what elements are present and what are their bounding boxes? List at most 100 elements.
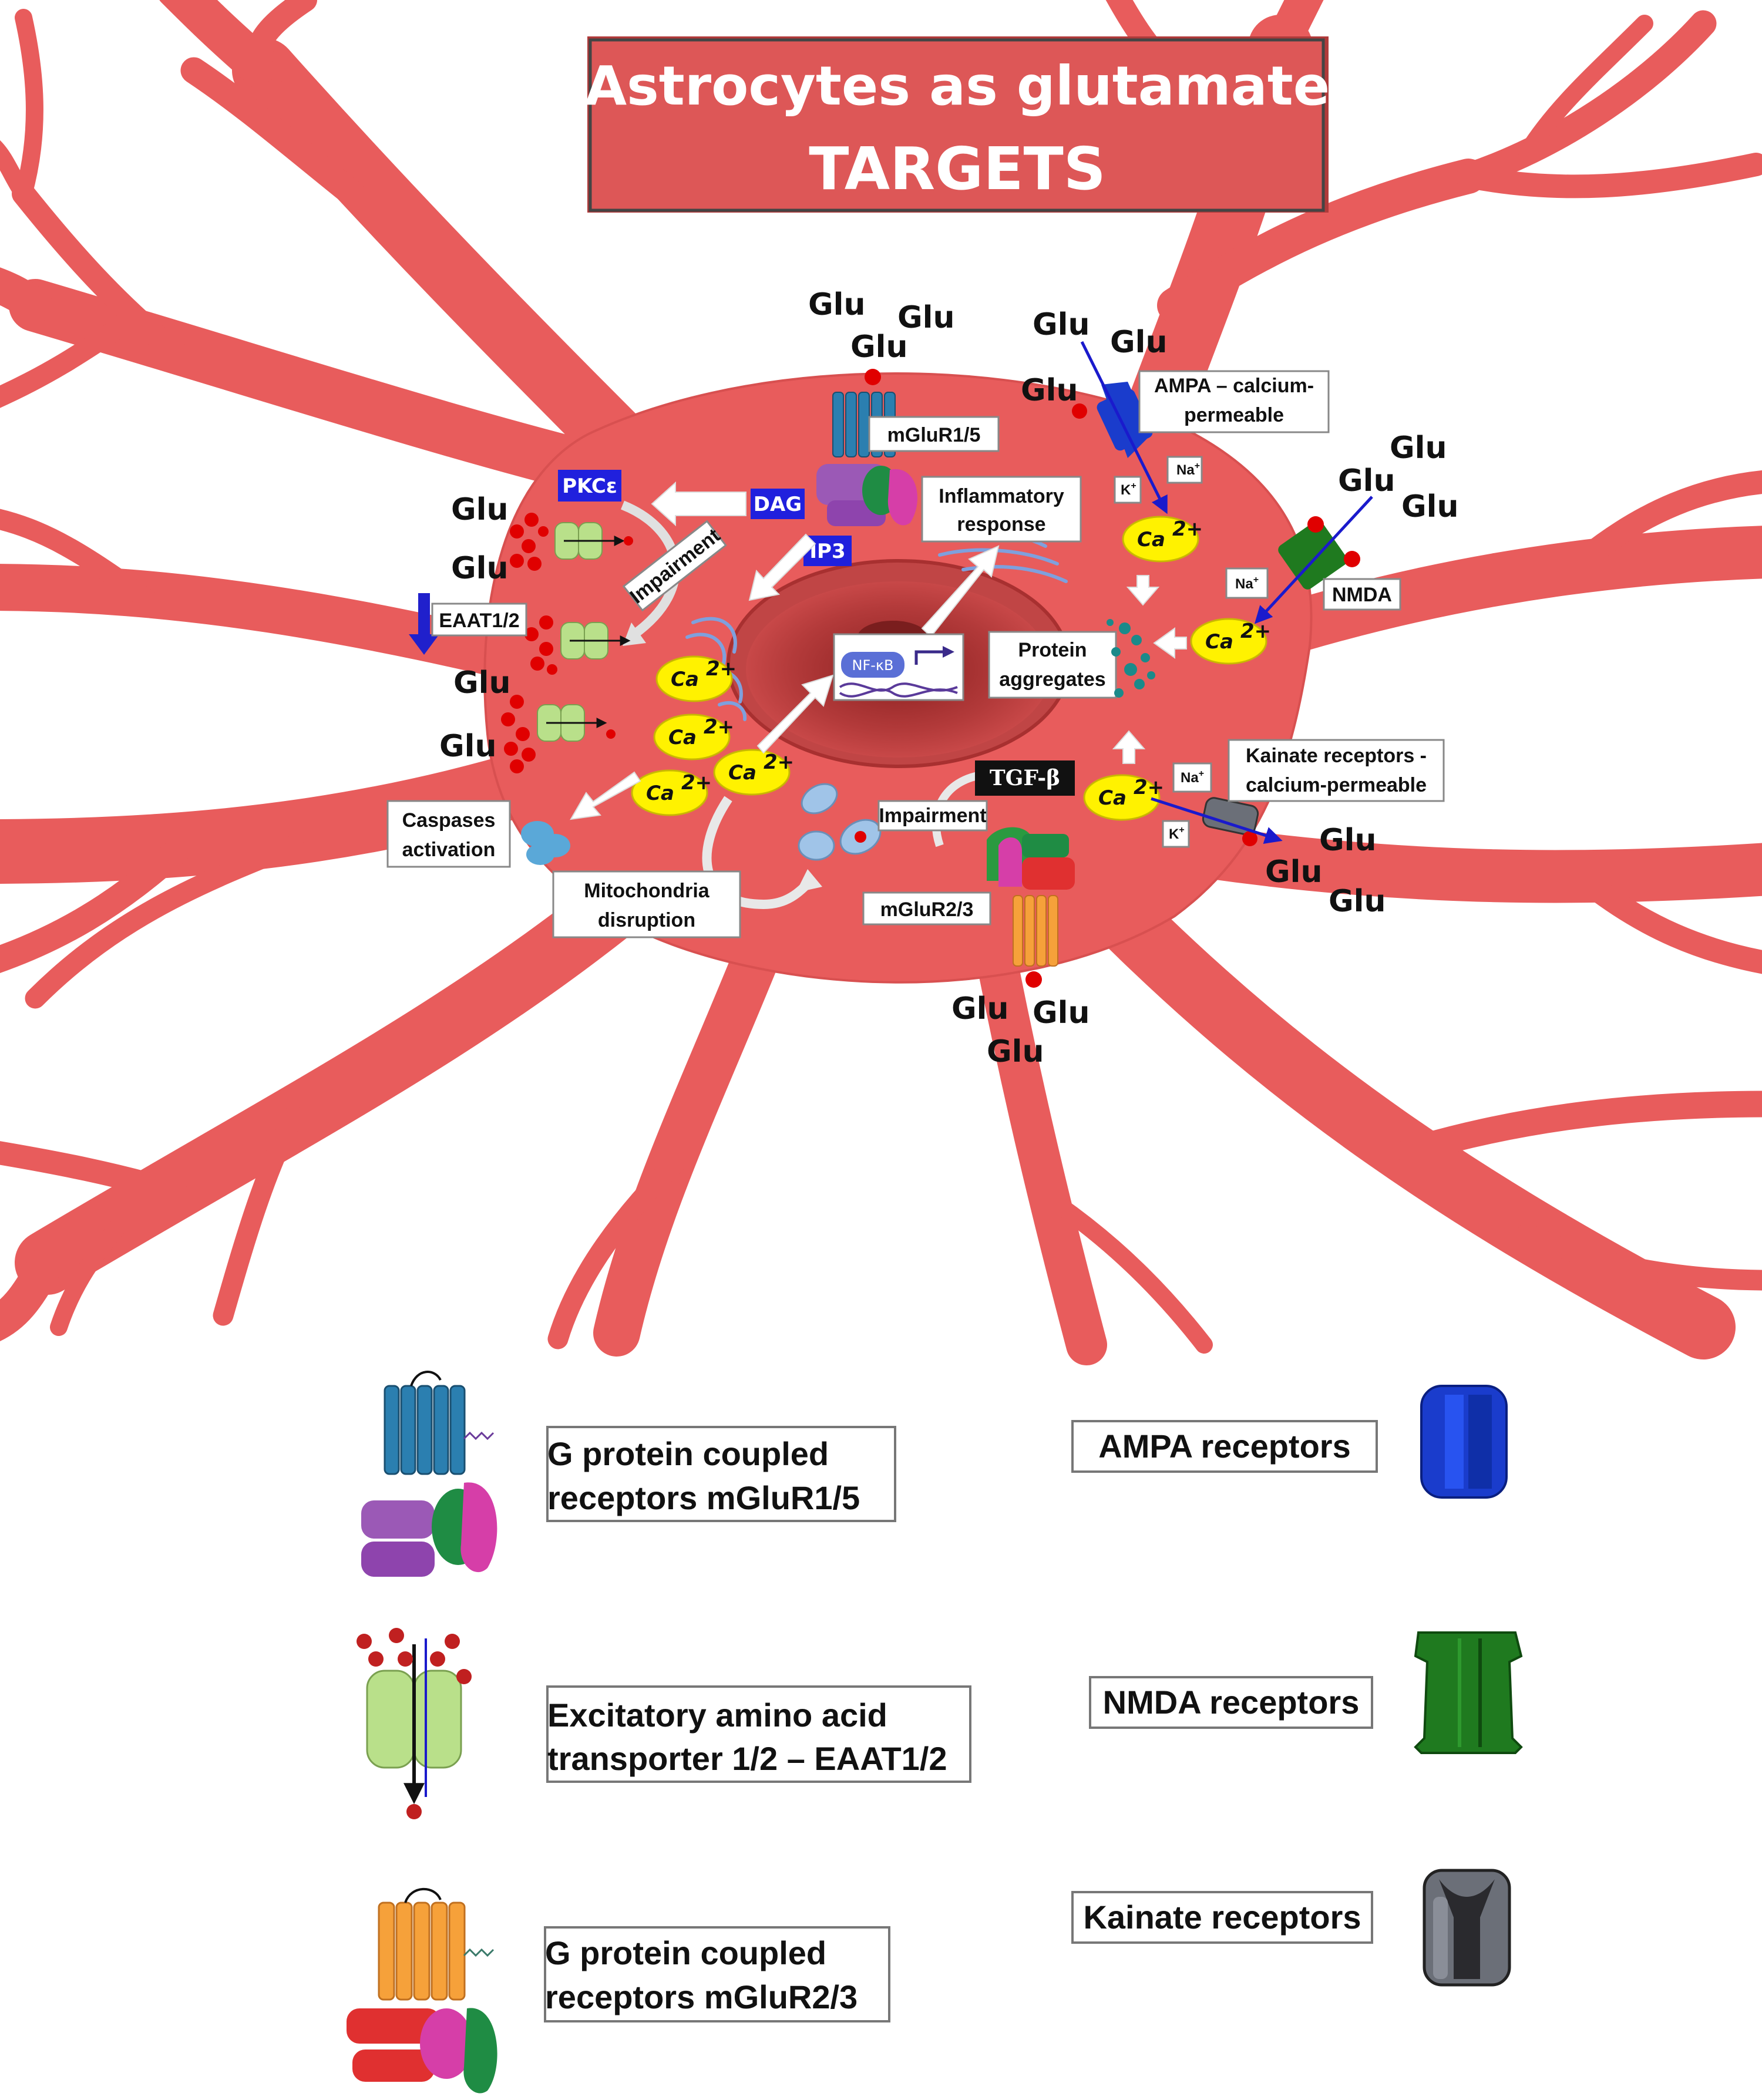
- nmda-label: NMDA: [1332, 584, 1392, 606]
- legend-nmda-label: NMDA receptors: [1103, 1684, 1360, 1721]
- legend-eaat-label-2: transporter 1/2 – EAAT1/2: [547, 1740, 947, 1777]
- protein-aggregates-box: [988, 631, 1117, 699]
- caspases-label-2: activation: [402, 839, 496, 861]
- mito-box: [552, 870, 741, 938]
- down-arrow-eaat: [409, 593, 439, 655]
- nmda-receptor: Glu Glu Glu: [1254, 430, 1459, 624]
- legend-mglur15-label-2: receptors mGluR1/5: [547, 1479, 860, 1516]
- inflammatory-label-2: response: [957, 513, 1045, 536]
- na-box: [1225, 567, 1269, 599]
- ampa-label-1: AMPA – calcium-: [1154, 375, 1314, 397]
- protein-aggregate-clusters: [1107, 619, 1155, 698]
- glu-label: Glu: [1033, 995, 1090, 1031]
- legend-mglur23-label-1: G protein coupled: [545, 1934, 826, 1971]
- impairment-box-2: [877, 800, 988, 832]
- legend: G protein coupled receptors mGluR1/5 Exc…: [347, 1371, 1523, 2094]
- legend-kainate-label: Kainate receptors: [1083, 1899, 1361, 1936]
- title-box: Astrocytes as glutamate TARGETS: [585, 36, 1330, 213]
- na-box: [1172, 762, 1212, 793]
- svg-text:Na+: Na+: [1176, 461, 1200, 478]
- svg-text:Ca: Ca: [646, 782, 674, 805]
- inflammatory-label-1: Inflammatory: [939, 485, 1064, 507]
- svg-text:2+: 2+: [1172, 517, 1203, 541]
- tgfb-label: TGF-β: [990, 766, 1060, 790]
- svg-text:2+: 2+: [681, 771, 712, 795]
- mglur15-label-box: [868, 416, 1000, 452]
- arrow-nfkb-to-inflammatory: [921, 545, 1000, 638]
- glu-label: Glu: [850, 329, 908, 365]
- legend-nmda-icon: [1414, 1631, 1523, 1754]
- svg-text:Ca: Ca: [671, 668, 699, 691]
- nfkb-gene: NF-κB: [833, 633, 964, 701]
- svg-text:Na+: Na+: [1235, 575, 1259, 592]
- dag-label: DAG: [754, 493, 802, 516]
- legend-mglur23-label-2: receptors mGluR2/3: [545, 1978, 858, 2015]
- kainate-label-box: [1228, 739, 1445, 802]
- legend-mglur15-icon: [361, 1371, 497, 1577]
- tgfb-box: [975, 760, 1075, 796]
- legend-ampa-box: [1071, 1420, 1378, 1473]
- legend-mglur15-label-1: G protein coupled: [547, 1435, 829, 1472]
- calcium-ions: Ca 2+ Ca 2+ Ca 2+ Ca 2+ Ca 2+ Ca 2+: [631, 516, 1271, 821]
- glu-label: Glu: [1401, 489, 1459, 524]
- kainate-label-2: calcium-permeable: [1246, 774, 1427, 796]
- glu-label: Glu: [1319, 823, 1377, 858]
- glu-label: Glu: [808, 287, 866, 322]
- legend-eaat-icon: [357, 1628, 472, 1819]
- glu-label: Glu: [1021, 373, 1078, 408]
- mito-label-1: Mitochondria: [584, 880, 710, 902]
- dag-box: [751, 489, 805, 519]
- svg-text:K+: K+: [1121, 481, 1136, 498]
- calcium-ion: Ca 2+: [713, 749, 794, 796]
- eaat-label: EAAT1/2: [439, 610, 519, 632]
- legend-mglur15-box: [546, 1426, 896, 1522]
- glu-label: Glu: [897, 300, 955, 335]
- glu-label: Glu: [451, 551, 509, 586]
- arrow-ip3-to-er: [748, 533, 816, 601]
- impairment-label-2: Impairment: [879, 805, 986, 827]
- mglur23-label-box: [862, 891, 991, 926]
- svg-text:Ca: Ca: [1137, 528, 1165, 551]
- svg-text:Ca: Ca: [1205, 630, 1233, 654]
- calcium-ion: Ca 2+: [631, 769, 712, 816]
- glu-label: Glu: [951, 991, 1009, 1027]
- title-line-1: Astrocytes as glutamate: [585, 55, 1330, 117]
- nfkb-label: NF-κB: [852, 657, 893, 674]
- arrow-dag-to-pkce: [651, 481, 747, 527]
- arrow-ca-to-caspases: [570, 771, 641, 820]
- calcium-ion: Ca 2+: [653, 714, 734, 760]
- svg-text:Ca: Ca: [1098, 786, 1127, 810]
- arrow-impairment-tgfb: [932, 771, 982, 847]
- eaat-transporters: Glu Glu Glu Glu: [439, 492, 633, 773]
- glu-label: Glu: [987, 1034, 1044, 1069]
- svg-text:2+: 2+: [1240, 620, 1271, 643]
- k-box: [1114, 476, 1142, 504]
- svg-text:Ca: Ca: [728, 761, 756, 785]
- svg-text:2+: 2+: [764, 751, 794, 774]
- svg-text:2+: 2+: [704, 715, 734, 739]
- glu-label: Glu: [451, 492, 509, 527]
- svg-text:K+: K+: [1169, 825, 1185, 842]
- arrow-nmda-ca: [1153, 627, 1187, 659]
- glu-label: Glu: [1329, 884, 1386, 919]
- caspase-protein: [521, 821, 570, 865]
- glu-label: Glu: [1033, 307, 1090, 342]
- svg-text:2+: 2+: [1134, 776, 1164, 799]
- legend-ampa-label: AMPA receptors: [1098, 1428, 1350, 1465]
- svg-text:Ca: Ca: [668, 726, 697, 749]
- glu-label: Glu: [453, 665, 511, 701]
- kainate-label-1: Kainate receptors -: [1246, 745, 1427, 767]
- pkce-label: PKCε: [562, 474, 617, 498]
- caspases-label-1: Caspases: [402, 809, 496, 832]
- legend-kainate-icon: [1423, 1869, 1511, 1987]
- calcium-ion: Ca 2+: [1122, 516, 1203, 563]
- mglur23-label: mGluR2/3: [880, 898, 974, 921]
- ampa-label-box: [1138, 370, 1330, 433]
- arrow-ca-to-nfkb: [756, 674, 834, 754]
- calcium-ion: Ca 2+: [1083, 774, 1164, 821]
- inflammatory-box: [921, 476, 1082, 543]
- svg-text:Na+: Na+: [1181, 769, 1204, 786]
- legend-mglur23-icon: [347, 1887, 497, 2094]
- glu-label: Glu: [1390, 430, 1447, 466]
